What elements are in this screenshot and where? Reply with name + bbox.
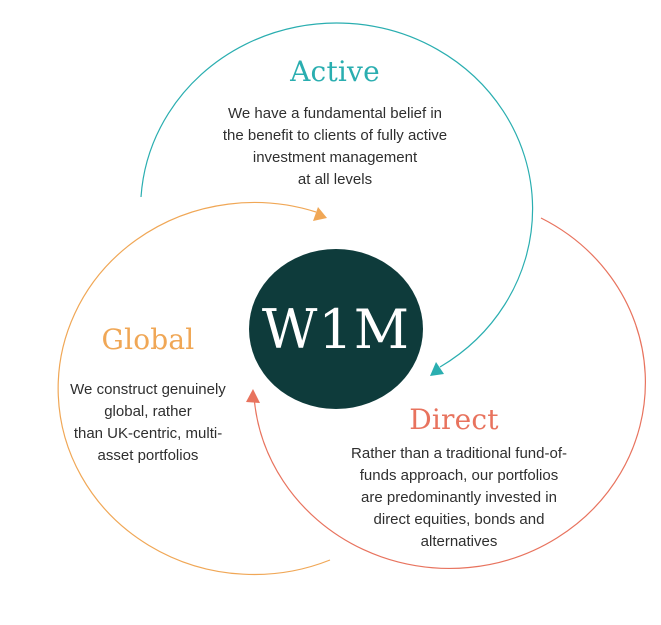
global-arc xyxy=(57,201,331,576)
active-line-1: We have a fundamental belief in xyxy=(227,105,443,122)
w1m-logo: W1M xyxy=(249,249,423,409)
direct-line-2: funds approach, our portfolios xyxy=(359,467,559,484)
active-arc xyxy=(140,22,534,368)
direct-arc xyxy=(253,217,646,570)
active-line-4: at all levels xyxy=(297,171,373,188)
direct-title: Direct xyxy=(409,403,499,436)
direct-line-1: Rather than a traditional fund-of- xyxy=(351,445,567,462)
active-arrow-icon xyxy=(430,362,444,376)
direct-line-4: direct equities, bonds and xyxy=(373,511,545,528)
global-line-3: than UK-centric, multi- xyxy=(73,425,223,442)
direct-arrow-icon xyxy=(246,389,260,403)
global-line-4: asset portfolios xyxy=(97,447,199,464)
active-title: Active xyxy=(290,55,380,88)
direct-description: Rather than a traditional fund-of- funds… xyxy=(314,443,604,553)
active-description: We have a fundamental belief in the bene… xyxy=(185,103,485,191)
global-arrow-icon xyxy=(313,207,327,221)
active-line-2: the benefit to clients of fully active xyxy=(222,127,448,144)
global-line-2: global, rather xyxy=(104,403,192,420)
logo-text: W1M xyxy=(261,297,411,361)
direct-line-3: are predominantly invested in xyxy=(361,489,557,506)
global-title: Global xyxy=(101,323,195,356)
direct-line-5: alternatives xyxy=(420,533,498,550)
global-description: We construct genuinely global, rather th… xyxy=(38,379,258,467)
active-line-3: investment management xyxy=(252,149,418,166)
global-line-1: We construct genuinely xyxy=(70,381,226,398)
